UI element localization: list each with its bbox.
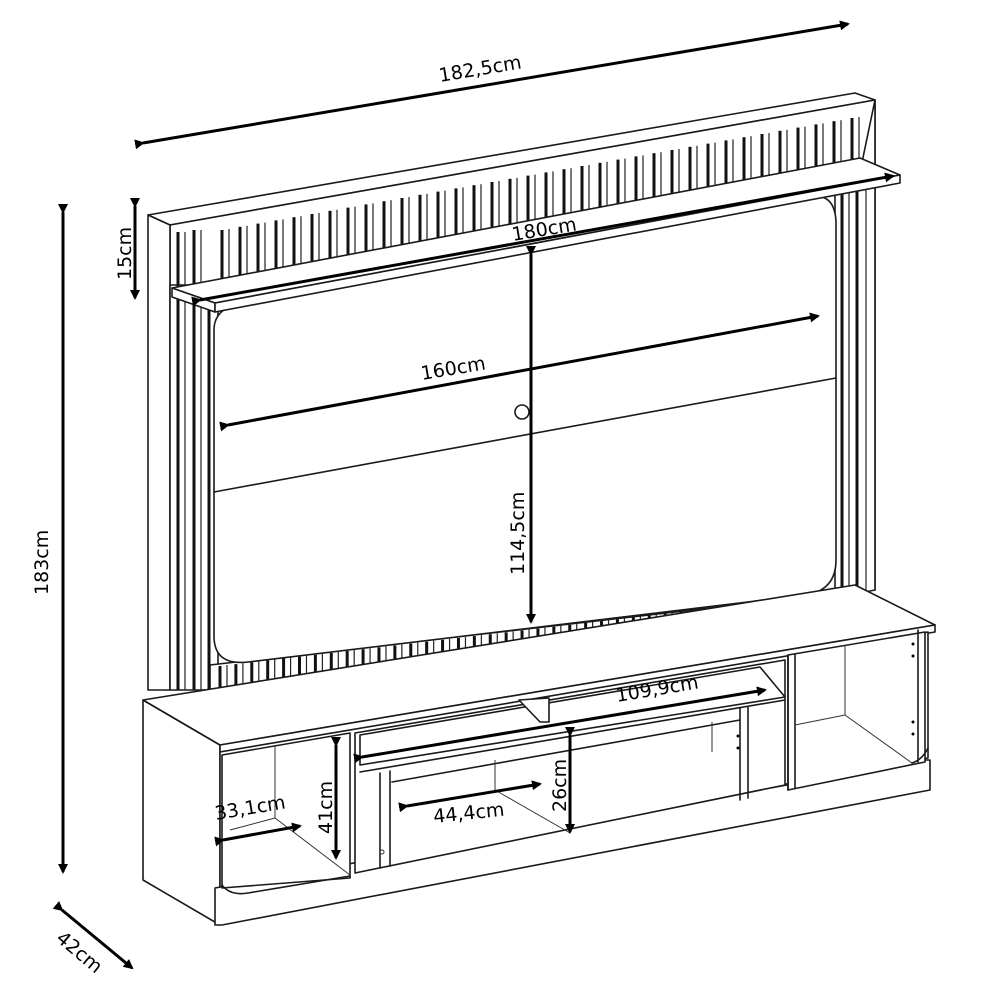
overall-height-label: 183cm: [31, 530, 53, 595]
dimension-depth: 42cm: [52, 901, 134, 978]
left-niche-height-label: 41cm: [315, 781, 337, 834]
dimension-left-niche-height: 41cm: [315, 737, 341, 860]
tv-panel-height-label: 114,5cm: [507, 492, 529, 575]
dimension-tv-panel-height: 114,5cm: [507, 246, 536, 624]
lower-compartment-height-label: 26cm: [549, 759, 571, 812]
dimension-lower-compartment-height: 26cm: [549, 727, 575, 834]
top-shelf-height-label: 15cm: [114, 227, 136, 280]
depth-label: 42cm: [52, 927, 107, 978]
dimension-top-shelf-height: 15cm: [114, 198, 140, 300]
dimension-overall-height: 183cm: [31, 204, 68, 874]
right-niche: [787, 629, 929, 791]
